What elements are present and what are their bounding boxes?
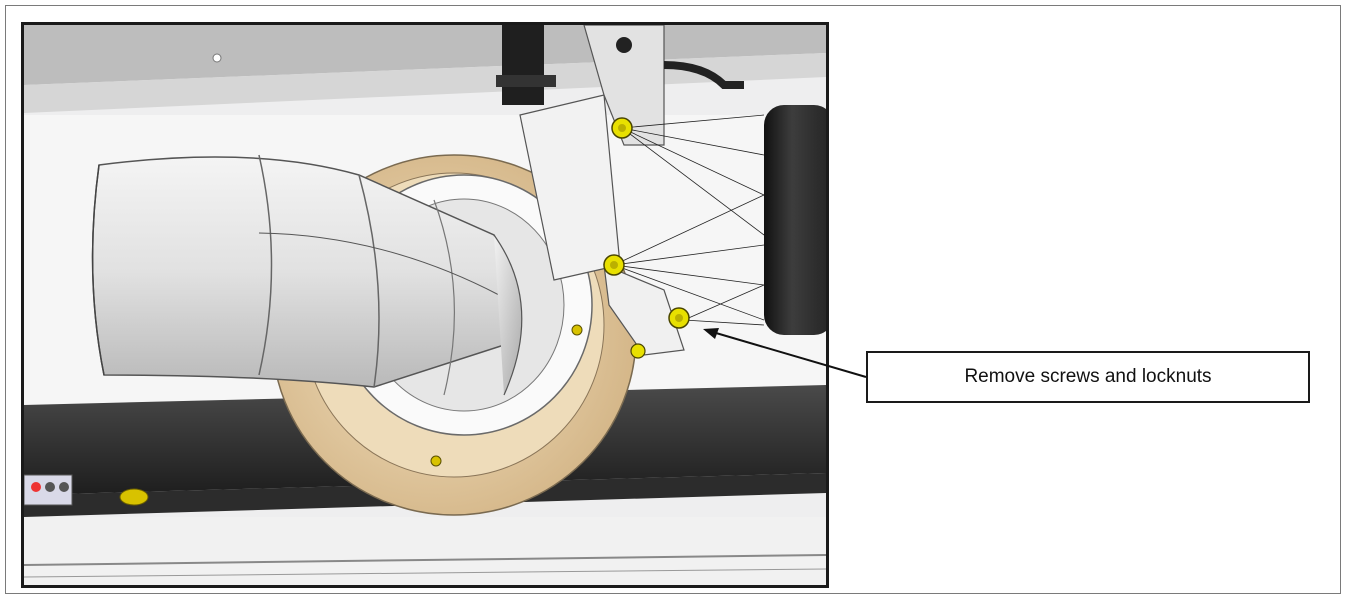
blower-motor [613, 105, 826, 335]
locknut [668, 307, 690, 329]
callout-label: Remove screws and locknuts [866, 351, 1310, 403]
locknut [611, 117, 633, 139]
screws-and-locknuts [603, 117, 690, 359]
callout-text: Remove screws and locknuts [964, 366, 1212, 387]
locknut [603, 254, 625, 276]
locknut [630, 343, 646, 359]
assembly-illustration [21, 22, 829, 588]
mounting-bracket [496, 25, 744, 356]
exhaust-pipe [91, 154, 523, 396]
